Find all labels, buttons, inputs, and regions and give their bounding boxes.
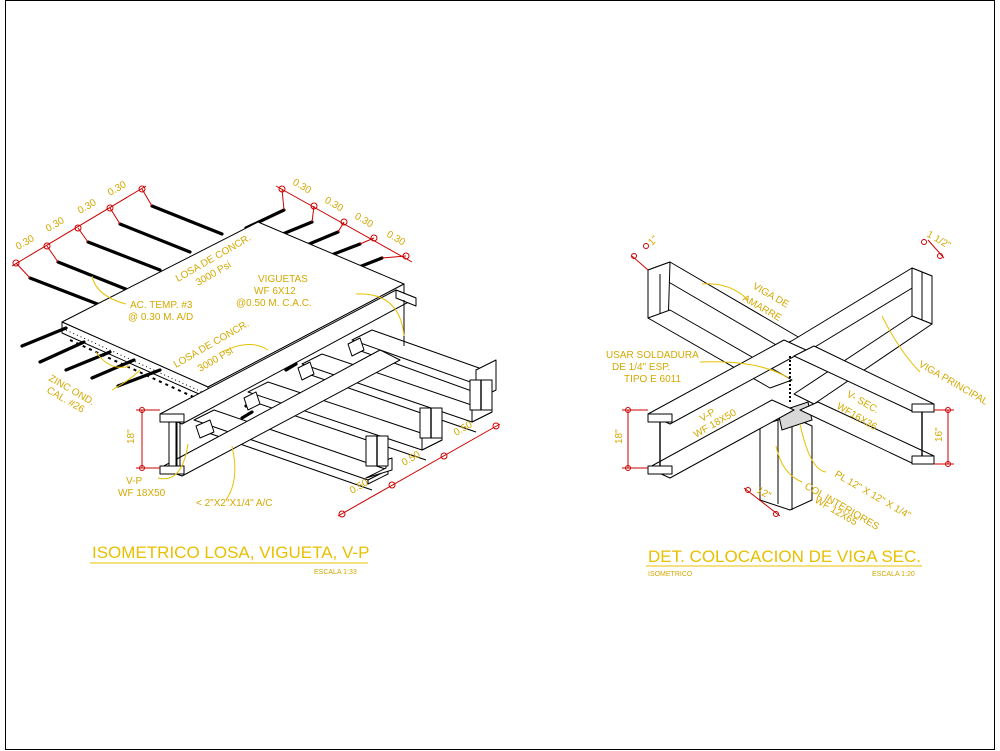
left-title: ISOMETRICO LOSA, VIGUETA, V-P [92, 543, 369, 562]
dim-height-left [136, 407, 160, 471]
sheet-border [5, 0, 995, 750]
label-sold-3: TIPO E 6011 [624, 374, 682, 385]
dim-top-right-label: 1 1/2" [925, 229, 953, 252]
label-ac-temp-1: AC. TEMP. #3 [130, 300, 193, 311]
label-viguetas-2: WF 6X12 [254, 286, 296, 297]
left-scale: ESCALA 1:33 [314, 569, 357, 576]
dim-height-label: 18" [126, 429, 137, 444]
label-viguetas-3: @0.50 M. C.A.C. [236, 298, 312, 309]
label-vp-1: V-P [126, 476, 142, 487]
vp-front-left [647, 339, 807, 479]
dim-left-1: 0.30 [14, 233, 37, 252]
label-ac-temp-2: @ 0.30 M. A/D [128, 312, 193, 323]
dim-right-3: 0.30 [353, 211, 376, 230]
main-beam-vp [159, 289, 417, 477]
dim-right-1: 0.30 [291, 177, 314, 196]
right-scale: ESCALA 1:20 [872, 571, 915, 578]
dim-left-label-r: 18" [614, 429, 625, 444]
label-vp-2: WF 18X50 [118, 488, 166, 499]
label-angle: < 2"X2"X1/4" A/C [196, 498, 273, 509]
dim-left-3: 0.30 [76, 197, 99, 216]
dim-right-top [275, 185, 413, 263]
label-viguetas-1: VIGUETAS [258, 274, 308, 285]
right-subtitle: ISOMETRICO [648, 571, 693, 578]
left-title-block: ISOMETRICO LOSA, VIGUETA, V-P ESCALA 1:3… [90, 543, 369, 576]
label-sold-1: USAR SOLDADURA [606, 350, 699, 361]
dim-left-4: 0.30 [106, 179, 129, 198]
right-isometric-detail: VIGA DE AMARRE VIGA PRINCIPAL USAR SOLDA… [606, 229, 990, 578]
label-sold-2: DE 1/4" ESP. [612, 362, 670, 373]
rebar-top-left [28, 204, 224, 307]
viga-amarre [647, 261, 801, 389]
right-title-block: DET. COLOCACION DE VIGA SEC. ISOMETRICO … [646, 547, 922, 578]
dim-right-2: 0.30 [323, 195, 346, 214]
vsec-front-right [793, 345, 935, 465]
leaders-left [91, 275, 405, 501]
right-dims [622, 239, 954, 517]
viga-principal [779, 267, 933, 405]
dim-left-2: 0.30 [44, 215, 67, 234]
dim-left-top [11, 185, 153, 279]
leaders-right [699, 283, 921, 483]
left-isometric-detail: LOSA DE CONCR. 3000 Psi VIGUETAS WF 6X12… [11, 177, 501, 576]
rebar-bottom-left [20, 326, 162, 388]
dim-bottom-right [337, 422, 501, 518]
dim-right-label-r: 16" [934, 427, 945, 442]
dim-right-4: 0.30 [385, 229, 408, 248]
angle-connectors [195, 337, 365, 439]
right-title: DET. COLOCACION DE VIGA SEC. [648, 547, 921, 566]
